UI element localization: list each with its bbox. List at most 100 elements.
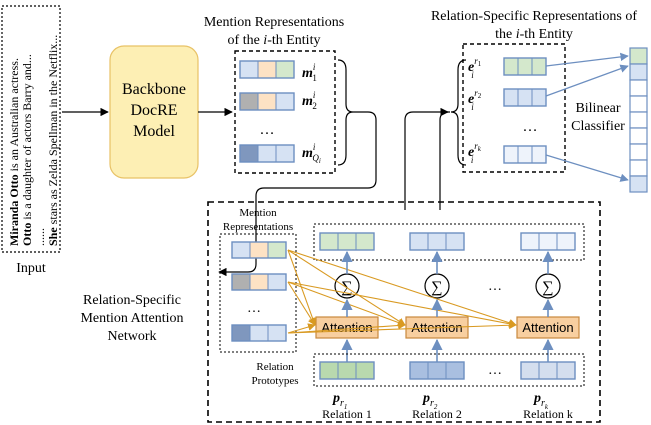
mention-title-line-2: of the i-th Entity bbox=[228, 33, 321, 48]
backbone-line-1: Backbone bbox=[122, 81, 186, 98]
prototypes-label-2: Prototypes bbox=[251, 375, 298, 387]
arrow-attention-to-relations bbox=[439, 111, 450, 210]
relation-brace bbox=[450, 59, 467, 166]
prototype-bar-2 bbox=[409, 361, 465, 380]
mention-bars bbox=[239, 60, 295, 163]
input-box bbox=[1, 5, 61, 253]
prototype-bar-3-cell bbox=[538, 361, 558, 380]
prototypes-label-1: Relation bbox=[256, 361, 294, 373]
mention-bar-1 bbox=[239, 60, 295, 79]
mention-title-line-1: Mention Representations bbox=[204, 15, 344, 30]
mention-bar-2-cell bbox=[239, 92, 259, 111]
arrow-mention-2-to-attention-3 bbox=[287, 281, 517, 328]
output-bar-2-cell bbox=[445, 232, 465, 251]
output-bar-1-cell bbox=[319, 232, 339, 251]
inner-mention-bar-q-cell bbox=[267, 324, 287, 342]
relation-ellipsis: … bbox=[523, 119, 538, 135]
attention-network-label-2: Mention Attention bbox=[80, 311, 183, 326]
mention-representations: Mention Representations of the i-th Enti… bbox=[204, 15, 344, 174]
arrow-ek-to-classifier bbox=[545, 154, 629, 182]
attention-network-box bbox=[207, 201, 601, 423]
mention-bar-q-cell bbox=[275, 144, 295, 163]
classifier-column bbox=[629, 47, 648, 193]
relation-bar-k-outline bbox=[503, 145, 547, 164]
input-line-2: Otto is a daughter of actors Barry and..… bbox=[20, 54, 34, 246]
relation-bar-1-cell bbox=[531, 57, 547, 76]
inner-mention-bar-q-cell bbox=[249, 324, 269, 342]
arrow-mention-2-to-attention-1 bbox=[287, 281, 316, 326]
output-bar-3-cell bbox=[556, 232, 576, 251]
mention-bar-1-outline bbox=[239, 60, 295, 79]
arrow-e1-to-classifier bbox=[545, 52, 629, 67]
output-bar-1-cell bbox=[337, 232, 357, 251]
output-bar-1 bbox=[319, 232, 375, 251]
mention-brace bbox=[337, 59, 354, 166]
mention-bar-q-cell bbox=[239, 144, 259, 163]
output-bar-3 bbox=[520, 232, 576, 251]
mention-bar-1-cell bbox=[239, 60, 259, 79]
relation-bar-k bbox=[503, 145, 547, 164]
proto-label-3: prk bbox=[533, 391, 549, 411]
attention-network-label-3: Network bbox=[108, 329, 157, 344]
input-panel: Miranda Otto is an Australian actress. O… bbox=[1, 5, 61, 276]
prototype-bar-3-cell bbox=[520, 361, 540, 380]
prototype-bar-1-outline bbox=[319, 361, 375, 380]
input-line-1: Miranda Otto is an Australian actress. bbox=[7, 58, 21, 246]
inner-mention-ellipsis: … bbox=[247, 301, 261, 316]
mention-bar-1-cell bbox=[275, 60, 295, 79]
relation-name-2: Relation 2 bbox=[412, 407, 462, 421]
mention-group-box bbox=[234, 50, 336, 174]
arrow-mentions-to-attention bbox=[218, 111, 377, 277]
relation-bars bbox=[503, 57, 547, 164]
inner-mention-bar-q-outline bbox=[231, 324, 287, 342]
attention-network-label-1: Relation-Specific bbox=[83, 293, 181, 308]
prototype-bar-2-cell bbox=[409, 361, 429, 380]
relation-bar-1-cell bbox=[503, 57, 519, 76]
relation-bar-2-cell bbox=[503, 88, 519, 107]
mention-ellipsis: … bbox=[260, 122, 275, 138]
classifier-cell bbox=[629, 143, 648, 161]
relation-representations: Relation-Specific Representations of the… bbox=[431, 9, 637, 173]
classifier-cell bbox=[629, 63, 648, 81]
inner-mention-bar-2-cell bbox=[231, 273, 251, 291]
classifier-cell bbox=[629, 175, 648, 193]
arrow-mention-3-to-attention-1 bbox=[287, 323, 316, 334]
inner-mention-box bbox=[219, 233, 297, 353]
input-label: Input bbox=[16, 261, 46, 276]
vertical-arrows bbox=[341, 250, 554, 362]
classifier-cell bbox=[629, 111, 648, 129]
prototype-bar-1-cell bbox=[355, 361, 375, 380]
input-line-3: ...... bbox=[33, 228, 47, 246]
proto-label-1: pr1 bbox=[332, 391, 347, 411]
relation-bar-2-outline bbox=[503, 88, 547, 107]
relation-title-line-2: the i-th Entity bbox=[495, 27, 573, 42]
arrow-mention-3-to-attention-2 bbox=[287, 321, 406, 334]
relation-name-3: Relation k bbox=[523, 407, 573, 421]
arrow-mention-1-to-attention-3 bbox=[287, 249, 517, 327]
arrow-mention-3-to-attention-3 bbox=[287, 321, 517, 334]
classifier-cell bbox=[629, 159, 648, 177]
inner-mention-bar-q-cell bbox=[231, 324, 251, 342]
classifier-label-line-2: Classifier bbox=[571, 119, 625, 134]
attention-network: Relation-Specific Mention Attention Netw… bbox=[80, 201, 601, 423]
relation-title-line-1: Relation-Specific Representations of bbox=[431, 9, 637, 24]
classifier-label-line-1: Bilinear bbox=[575, 101, 620, 116]
classifier-cell bbox=[629, 127, 648, 145]
inner-mention-bar-1-cell bbox=[249, 241, 269, 259]
relation-bar-k-cell bbox=[503, 145, 519, 164]
relation-bar-1 bbox=[503, 57, 547, 76]
mention-bar-q-cell bbox=[257, 144, 277, 163]
prototype-bar-1 bbox=[319, 361, 375, 380]
backbone-line-3: Model bbox=[133, 123, 175, 140]
inner-mention-label-1: Mention bbox=[239, 207, 277, 219]
prototype-bar-2-cell bbox=[427, 361, 447, 380]
inner-mention-label-2: Representations bbox=[223, 221, 293, 233]
inner-mention-bar-q bbox=[231, 324, 287, 342]
prototype-bar-3-cell bbox=[556, 361, 576, 380]
mention-bar-2-cell bbox=[275, 92, 295, 111]
